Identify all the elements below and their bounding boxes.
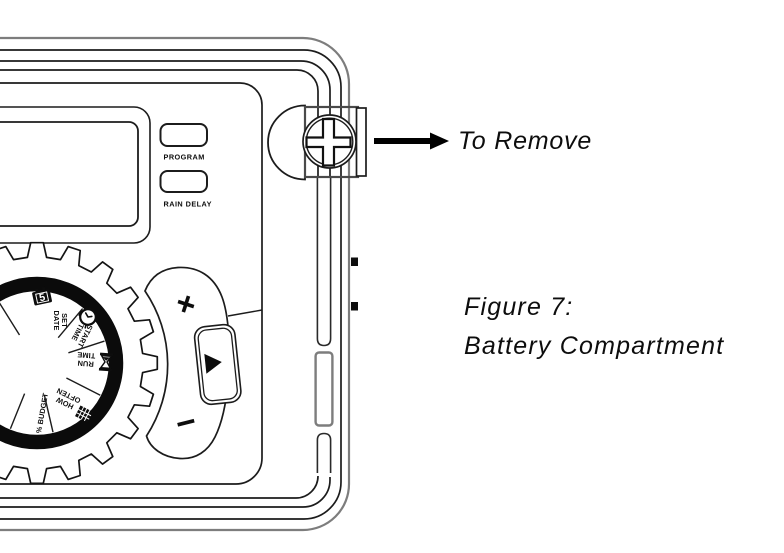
dial-segment-label: RUNTIME <box>76 350 95 369</box>
seam-groove-lower <box>316 432 332 473</box>
dial-black-ring <box>0 276 124 450</box>
case-edge-3 <box>0 60 331 508</box>
battery-door-side[interactable] <box>314 351 334 427</box>
case-outer-shell <box>0 36 351 532</box>
calendar-date-number: 5 <box>38 291 46 304</box>
battery-compartment-screw[interactable] <box>267 104 367 181</box>
calendar-date-icon: 5 <box>32 286 52 306</box>
calendar-grid-icon <box>75 405 93 423</box>
rocker-leader-line <box>227 309 263 317</box>
case-edge-2 <box>0 49 342 520</box>
dial-segment-label: SETDATE <box>52 311 69 331</box>
latch-pin-lower <box>351 302 358 311</box>
hourglass-icon <box>98 352 114 372</box>
seam-groove-upper <box>316 177 332 347</box>
case-side-seam <box>314 177 358 473</box>
dial-segment-dividers <box>0 302 105 433</box>
screw-side-tab <box>355 107 367 177</box>
rocker-button-group: + − <box>144 266 263 460</box>
enter-button[interactable] <box>193 323 242 406</box>
rain-delay-button[interactable] <box>159 170 208 193</box>
program-button[interactable] <box>159 123 208 147</box>
rocker-crescent[interactable] <box>144 266 231 460</box>
lcd-bezel <box>0 106 151 244</box>
lcd-display <box>0 106 151 244</box>
program-button-label: PROGRAM <box>164 153 205 162</box>
panel-buttons: PROGRAM RAIN DELAY <box>159 123 212 209</box>
latch-pin-upper <box>351 257 358 266</box>
alarm-clock-icon <box>78 307 100 329</box>
phillips-screw-icon <box>305 117 352 167</box>
figure-caption-line1: Figure 7: <box>464 293 574 321</box>
figure-caption-line2: Battery Compartment <box>464 332 725 360</box>
case-edge-outermost <box>0 36 351 532</box>
right-arrow-icon <box>374 132 449 150</box>
screw-dome <box>267 104 306 181</box>
right-triangle-icon <box>204 353 222 374</box>
rain-delay-button-label: RAIN DELAY <box>164 200 212 209</box>
lcd-screen <box>0 121 139 227</box>
to-remove-label: To Remove <box>458 127 593 155</box>
case-edge-4 <box>0 69 319 499</box>
